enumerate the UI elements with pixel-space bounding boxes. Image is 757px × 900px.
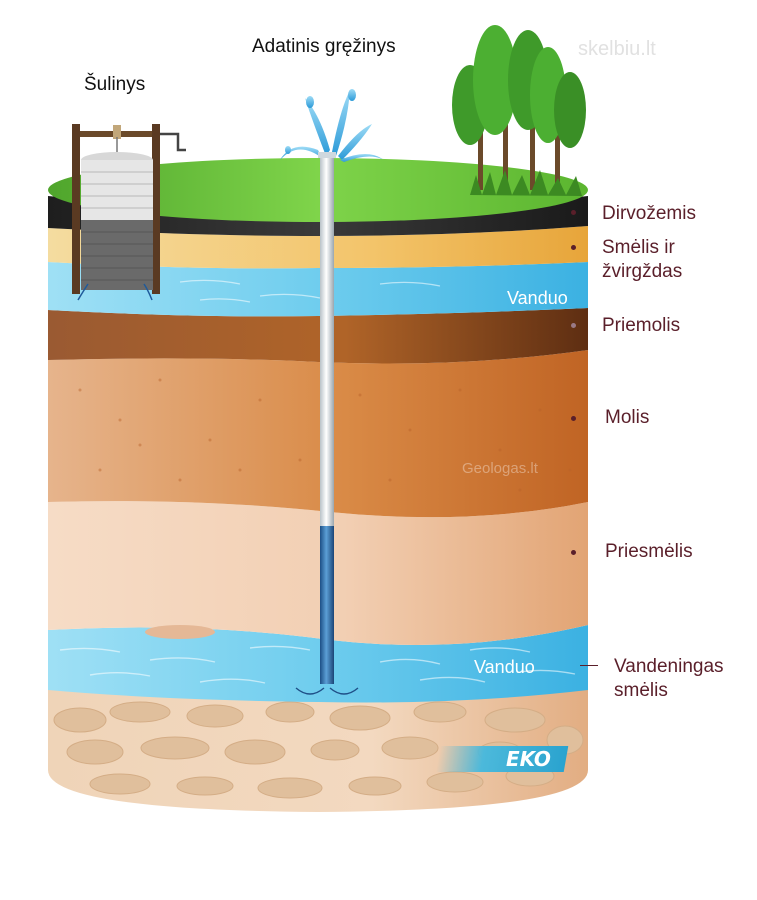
- pipe-inflow-arrows: [295, 687, 359, 695]
- logo-text: EKO: [506, 747, 551, 771]
- layer-vanduo-upper: [48, 262, 588, 317]
- label-smelis: Smėlis ir žvirgždas: [602, 237, 683, 282]
- fountain-spray: [280, 89, 384, 162]
- layer-vandeningas: [48, 625, 588, 703]
- leader-dot-dirvozemis: [571, 210, 576, 215]
- label-molis: Molis: [605, 407, 650, 428]
- water-label-upper: Vanduo: [507, 288, 568, 308]
- label-vandeningas: Vandeningas smėlis: [614, 656, 724, 701]
- trees: [452, 25, 586, 196]
- water-label-lower: Vanduo: [474, 657, 535, 677]
- gravel-stones: [53, 701, 584, 799]
- grass-top: [48, 158, 588, 222]
- water-ripples-lower: [59, 645, 576, 684]
- well-title: Šulinys: [84, 74, 146, 95]
- priesmelis-patch: [145, 625, 215, 639]
- leader-dot-molis: [571, 416, 576, 421]
- molis-specks: [78, 378, 572, 492]
- layer-priemolis: [48, 308, 588, 364]
- leader-dot-priemolis: [571, 323, 576, 328]
- layer-smelis: [48, 226, 588, 269]
- watermark-site: skelbiu.lt: [578, 38, 656, 60]
- label-priesmelis: Priesmėlis: [605, 541, 693, 562]
- leader-dot-smelis: [571, 245, 576, 250]
- water-ripples-upper: [179, 279, 441, 303]
- borehole-title: Adatinis gręžinys: [252, 36, 396, 57]
- layer-molis: [48, 350, 588, 518]
- borehole-pipe: [320, 156, 334, 526]
- well-illustration: [72, 124, 186, 301]
- label-dirvozemis: Dirvožemis: [602, 203, 696, 224]
- watermark-geology: Geologas.lt: [462, 460, 538, 477]
- leader-dot-priesmelis: [571, 550, 576, 555]
- label-priemolis: Priemolis: [602, 315, 681, 336]
- layer-priesmelis: [48, 501, 588, 645]
- borehole-pipe-filter: [320, 526, 334, 684]
- leader-line-vandeningas: [580, 665, 598, 666]
